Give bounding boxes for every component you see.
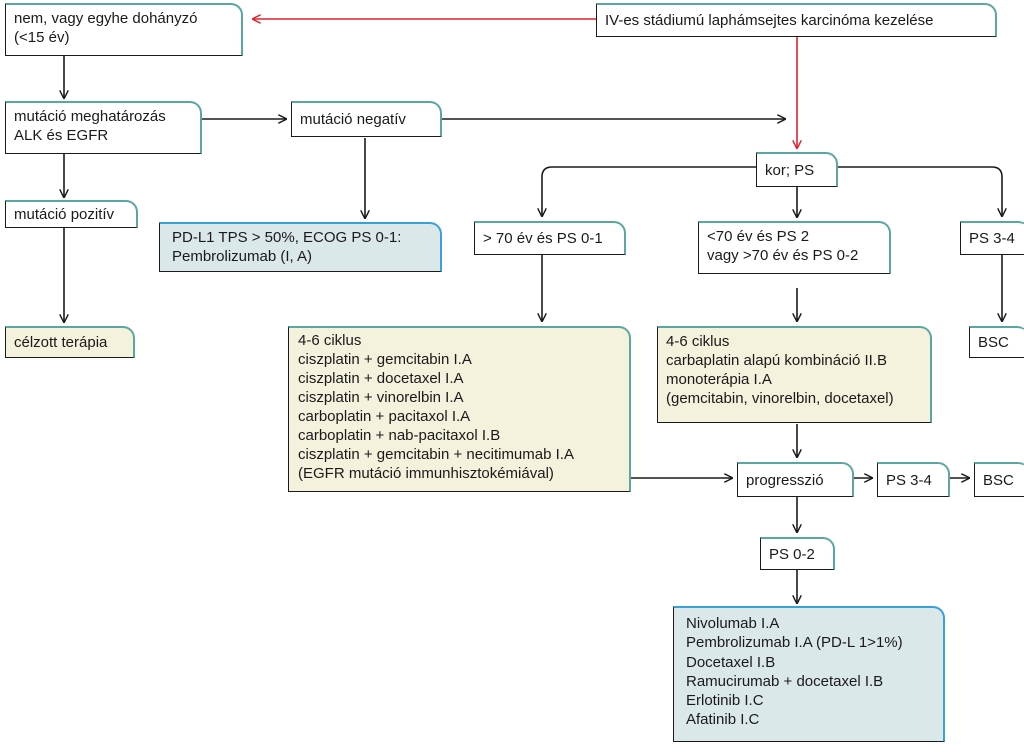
chemo-right-line: (gemcitabin, vinorelbin, docetaxel) bbox=[666, 390, 894, 407]
chemo-left-line: ciszplatin + gemcitabin + necitimumab I.… bbox=[298, 446, 574, 463]
ps34-top-node: PS 3-4 bbox=[960, 221, 1024, 255]
start-node: IV-es stádiumú laphámsejtes karcinóma ke… bbox=[596, 3, 997, 37]
smoker-node: nem, vagy egyhe dohányzó (<15 év) bbox=[5, 3, 243, 56]
chemo-left-line: ciszplatin + gemcitabin I.A bbox=[298, 351, 472, 368]
pdl1-node: PD-L1 TPS > 50%, ECOG PS 0-1: Pembrolizu… bbox=[159, 222, 442, 272]
second-line-node: Nivolumab I.A Pembrolizumab I.A (PD-L 1>… bbox=[673, 606, 945, 742]
chemo-right-line: monoterápia I.A bbox=[666, 371, 772, 388]
mutation-test-line: mutáció meghatározás bbox=[14, 108, 166, 125]
progression-node: progresszió bbox=[737, 462, 854, 497]
over70-ps01-text: > 70 év és PS 0-1 bbox=[483, 230, 603, 247]
mutation-test-line: ALK és EGFR bbox=[14, 127, 109, 144]
chemo-left-line: carboplatin + pacitaxol I.A bbox=[298, 408, 471, 425]
second-line-line: Erlotinib I.C bbox=[686, 692, 764, 710]
arrow-age-ps-to-over70 bbox=[542, 166, 756, 216]
bsc-bottom-text: BSC bbox=[983, 472, 1014, 489]
second-line-line: Ramucirumab + docetaxel I.B bbox=[686, 672, 884, 690]
chemo-left-line: ciszplatin + docetaxel I.A bbox=[298, 370, 464, 387]
under70-ps2-line: <70 év és PS 2 bbox=[707, 228, 810, 245]
second-line-line: Afatinib I.C bbox=[686, 711, 760, 729]
under70-ps2-node: <70 év és PS 2 vagy >70 év és PS 0-2 bbox=[698, 221, 891, 274]
chemo-right-line: 4-6 ciklus bbox=[666, 333, 730, 350]
chemo-left-line: 4-6 ciklus bbox=[298, 332, 362, 349]
second-line-line: Docetaxel I.B bbox=[686, 653, 776, 671]
chemo-left-node yellow: 4-6 ciklus ciszplatin + gemcitabin I.A c… bbox=[288, 326, 631, 492]
ps34-top-text: PS 3-4 bbox=[969, 230, 1015, 247]
mutation-negative-node: mutáció negatív bbox=[291, 101, 442, 137]
chemo-right-line: carbaplatin alapú kombináció II.B bbox=[666, 352, 887, 369]
over70-ps01-node: > 70 év és PS 0-1 bbox=[474, 221, 626, 255]
targeted-therapy-node: célzott terápia bbox=[5, 326, 135, 358]
targeted-therapy-text: célzott terápia bbox=[14, 334, 108, 351]
mutation-positive-text: mutáció pozitív bbox=[14, 206, 115, 223]
bsc-top-text: BSC bbox=[978, 334, 1009, 351]
chemo-left-line: (EGFR mutáció immunhisztokémiával) bbox=[298, 465, 554, 482]
smoker-line: (<15 év) bbox=[14, 29, 70, 46]
pdl1-line: Pembrolizumab (I, A) bbox=[172, 248, 313, 265]
chemo-left-line: carboplatin + nab-pacitaxol I.B bbox=[298, 427, 501, 444]
progression-text: progresszió bbox=[746, 472, 824, 489]
start-node-text: IV-es stádiumú laphámsejtes karcinóma ke… bbox=[605, 12, 934, 29]
bsc-top-node: BSC bbox=[969, 326, 1024, 358]
chemo-left-line: ciszplatin + vinorelbin I.A bbox=[298, 389, 464, 406]
second-line-line: Pembrolizumab I.A (PD-L 1>1%) bbox=[686, 634, 903, 652]
under70-ps2-line: vagy >70 év és PS 0-2 bbox=[707, 247, 859, 264]
ps02-text: PS 0-2 bbox=[769, 546, 815, 563]
age-ps-text: kor; PS bbox=[765, 162, 815, 179]
second-line-line: Nivolumab I.A bbox=[686, 615, 780, 632]
ps02-node: PS 0-2 bbox=[760, 537, 835, 570]
smoker-line: nem, vagy egyhe dohányzó bbox=[14, 10, 198, 27]
ps34-bottom-text: PS 3-4 bbox=[886, 472, 932, 489]
mutation-test-node: mutáció meghatározás ALK és EGFR bbox=[5, 101, 202, 154]
bsc-bottom-node: BSC bbox=[974, 462, 1024, 497]
chemo-right-node: 4-6 ciklus carbaplatin alapú kombináció … bbox=[657, 326, 932, 423]
ps34-bottom-node: PS 3-4 bbox=[877, 462, 950, 497]
pdl1-line: PD-L1 TPS > 50%, ECOG PS 0-1: bbox=[172, 229, 402, 246]
mutation-positive-node: mutáció pozitív bbox=[5, 200, 138, 228]
arrow-age-ps-to-ps34 bbox=[838, 166, 1002, 216]
age-ps-node: kor; PS bbox=[756, 152, 838, 187]
mutation-negative-text: mutáció negatív bbox=[300, 111, 406, 128]
